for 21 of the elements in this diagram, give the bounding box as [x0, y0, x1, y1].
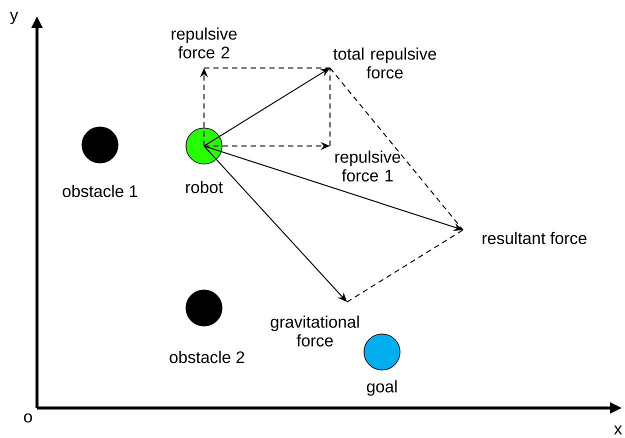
node-label: robot — [186, 180, 223, 194]
force-label: repulsive force 1 — [335, 150, 400, 182]
dashed-line — [329, 68, 331, 146]
dashed-line — [330, 68, 464, 230]
circle-marker — [186, 128, 222, 164]
axis-label: x — [614, 426, 622, 434]
dashed-line — [204, 67, 330, 69]
force-label: resultant force — [482, 232, 586, 244]
axis-label: y — [10, 12, 18, 24]
force-label: total repulsive force — [333, 48, 436, 78]
circle-marker — [186, 290, 222, 326]
node-label: obstacle 1 — [62, 184, 138, 198]
node-label: obstacle 2 — [170, 350, 244, 364]
node-label: goal — [366, 380, 397, 396]
force-label: gravitational force — [270, 316, 359, 346]
force-arrow — [204, 146, 347, 302]
dashed-line — [346, 230, 464, 302]
axis-label: o — [24, 413, 32, 423]
circle-marker — [82, 126, 118, 164]
circle-marker — [364, 334, 400, 370]
force-label: repulsive force 2 — [172, 27, 237, 58]
